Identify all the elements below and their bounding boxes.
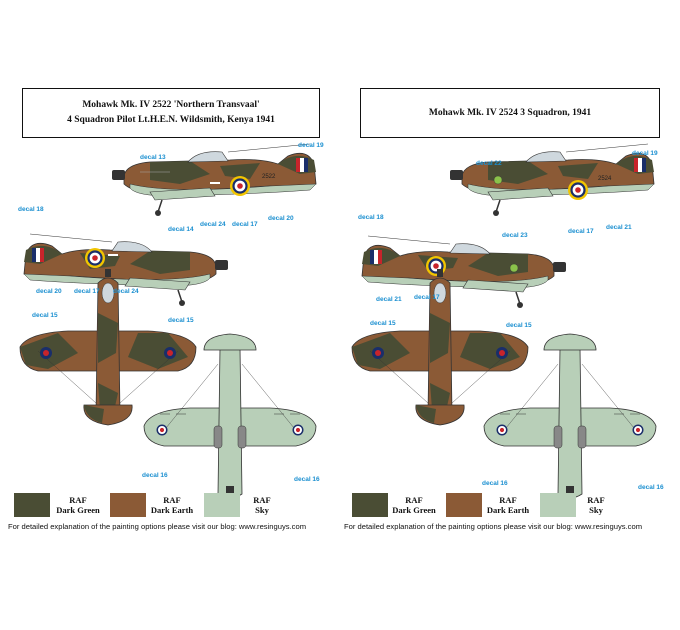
scheme-panel-left: Mohawk Mk. IV 2522 'Northern Transvaal' … <box>0 88 340 531</box>
swatch-dark-earth <box>110 493 146 517</box>
blog-note: For detailed explanation of the painting… <box>344 522 643 531</box>
top-view <box>352 269 528 425</box>
decal-label-15b: decal 15 <box>506 322 532 329</box>
decal-label-21a: decal 21 <box>606 224 632 231</box>
decal-label-22: decal 22 <box>476 160 502 167</box>
swatch-sky <box>540 493 576 517</box>
decal-label-19: decal 19 <box>632 150 658 157</box>
decal-label-24a: decal 24 <box>200 221 226 228</box>
port-side-profile <box>361 235 567 309</box>
title-box: Mohawk Mk. IV 2522 'Northern Transvaal' … <box>22 88 320 138</box>
starboard-side-profile: 2522 <box>111 143 317 217</box>
decal-label-13: decal 13 <box>140 154 166 161</box>
svg-text:2522: 2522 <box>262 174 276 180</box>
decal-label-17b: decal 17 <box>74 288 100 295</box>
decal-label-20b: decal 20 <box>36 288 62 295</box>
decal-label-17a: decal 17 <box>568 228 594 235</box>
swatch-dark-green <box>14 493 50 517</box>
decal-label-15b: decal 15 <box>168 317 194 324</box>
scheme-panel-right: Mohawk Mk. IV 2524 3 Squadron, 1941 2524… <box>340 0 680 630</box>
decal-label-20a: decal 20 <box>268 215 294 222</box>
decal-label-16a: decal 16 <box>142 472 168 479</box>
decal-label-17b: decal 17 <box>414 294 440 301</box>
decal-label-17a: decal 17 <box>232 221 258 228</box>
title-box: Mohawk Mk. IV 2524 3 Squadron, 1941 <box>360 88 660 138</box>
decal-label-18: decal 18 <box>358 214 384 221</box>
port-side-profile <box>23 233 229 307</box>
aircraft-profiles-right: 2524 <box>340 143 680 500</box>
decal-label-15a: decal 15 <box>32 312 58 319</box>
decal-label-16b: decal 16 <box>638 484 664 491</box>
svg-text:2524: 2524 <box>598 176 612 182</box>
decal-label-23: decal 23 <box>502 232 528 239</box>
title-line-1: Mohawk Mk. IV 2524 3 Squadron, 1941 <box>428 107 592 118</box>
decal-label-14: decal 14 <box>168 226 194 233</box>
decal-label-18: decal 18 <box>18 206 44 213</box>
decal-label-16a: decal 16 <box>482 480 508 487</box>
decal-label-16b: decal 16 <box>294 476 320 483</box>
aircraft-profiles-left: 2522 <box>0 143 317 500</box>
blog-note: For detailed explanation of the painting… <box>8 522 307 531</box>
title-line-2: 4 Squadron Pilot Lt.H.E.N. Wildsmith, Ke… <box>67 115 275 125</box>
starboard-side-profile: 2524 <box>449 143 655 217</box>
decal-label-15a: decal 15 <box>370 320 396 327</box>
decal-label-21b: decal 21 <box>376 296 402 303</box>
swatch-sky <box>204 493 240 517</box>
swatch-dark-green <box>352 493 388 517</box>
swatch-dark-earth <box>446 493 482 517</box>
title-line-1: Mohawk Mk. IV 2522 'Northern Transvaal' <box>82 100 260 110</box>
decal-label-19: decal 19 <box>298 142 324 149</box>
decal-label-24b: decal 24 <box>113 288 139 295</box>
